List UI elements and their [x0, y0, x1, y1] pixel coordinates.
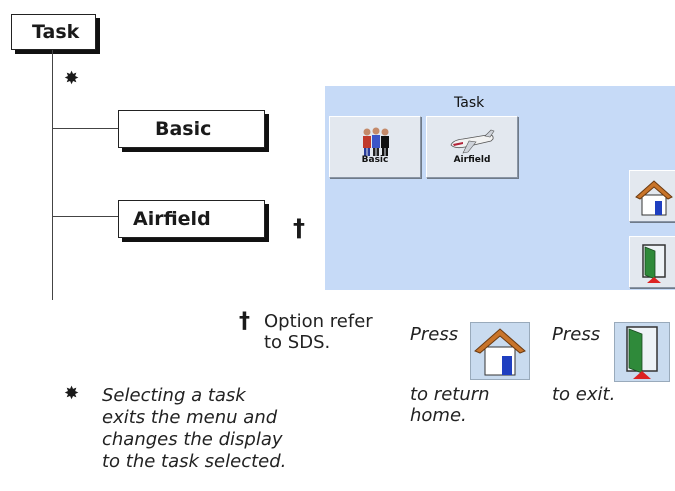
- star-footnote-marker: ✸: [64, 383, 80, 404]
- exit-door-icon: [614, 322, 670, 382]
- branch-airfield-line: [52, 216, 118, 217]
- screen-title: Task: [454, 95, 485, 111]
- branch-basic-line: [52, 128, 118, 129]
- star-note-line3: changes the display: [102, 429, 283, 450]
- exit-door-icon: [639, 243, 671, 289]
- exit-note: to exit.: [552, 384, 616, 405]
- tree-trunk-line: [52, 50, 53, 300]
- dagger-marker: †: [293, 214, 305, 242]
- airfield-button-label: Airfield: [453, 155, 491, 165]
- people-icon: [359, 127, 393, 161]
- airfield-node-label: Airfield: [133, 208, 211, 230]
- basic-button-label: Basic: [361, 155, 389, 165]
- home-note-line1: to return: [410, 384, 490, 405]
- home-button[interactable]: [629, 170, 675, 222]
- press-exit-text: Press: [552, 324, 601, 345]
- basic-button[interactable]: Basic: [329, 116, 421, 178]
- option-note-line2: to SDS.: [264, 332, 331, 353]
- star-note-line4: to the task selected.: [102, 451, 287, 472]
- task-root-label: Task: [32, 21, 80, 43]
- press-home-text: Press: [410, 324, 459, 345]
- star-note-line1: Selecting a task: [102, 385, 246, 406]
- option-note-line1: Option refer: [264, 311, 373, 332]
- home-icon: [470, 322, 530, 380]
- basic-node: Basic: [118, 110, 265, 148]
- home-icon: [634, 177, 674, 221]
- star-note-line2: exits the menu and: [102, 407, 278, 428]
- airfield-node: Airfield: [118, 200, 265, 238]
- exit-button[interactable]: [629, 236, 675, 288]
- airfield-button[interactable]: Airfield: [426, 116, 518, 178]
- task-root-node: Task: [11, 14, 96, 50]
- dagger-footnote-marker: †: [239, 309, 250, 334]
- task-screen: Task Basic Airfield: [325, 86, 675, 290]
- root-star-marker: ✸: [64, 68, 80, 89]
- home-note-line2: home.: [410, 405, 467, 426]
- basic-node-label: Basic: [155, 118, 212, 140]
- airplane-icon: [449, 129, 495, 159]
